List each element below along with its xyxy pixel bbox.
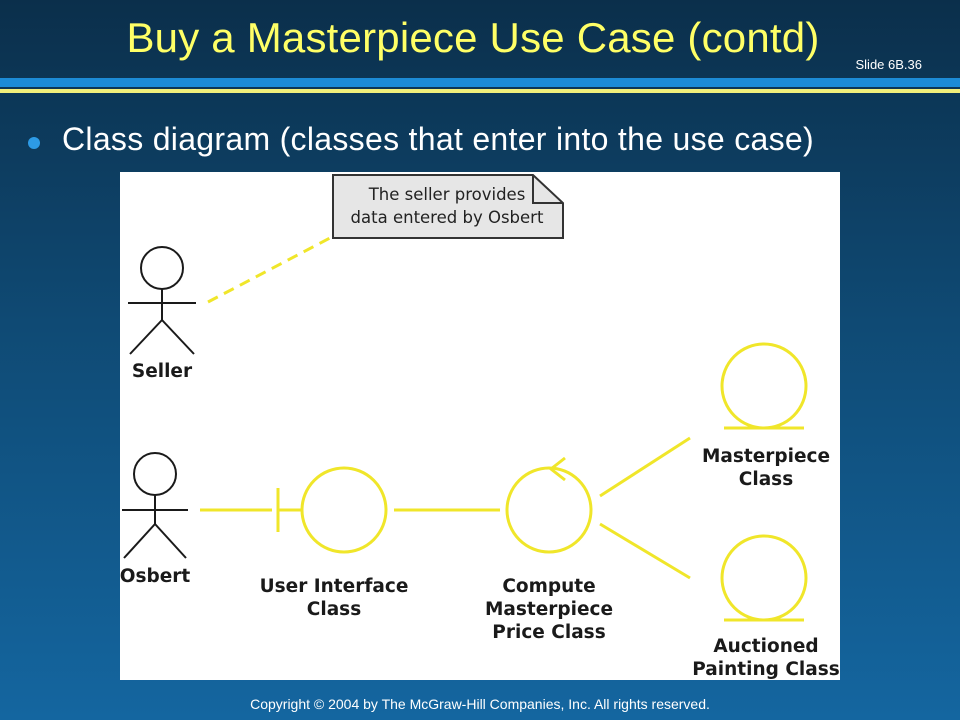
slide-title: Buy a Masterpiece Use Case (contd): [126, 14, 820, 61]
compute-to-auctioned-line: [599, 522, 691, 580]
entity-circle: [720, 534, 808, 622]
title-rule-yellow: [0, 89, 960, 93]
osbert-actor: [122, 452, 188, 559]
compute-class: [505, 456, 593, 554]
osbert-label: Osbert: [120, 566, 190, 587]
user-interface-class: [276, 466, 388, 554]
compute-to-masterpiece-line: [599, 436, 691, 498]
slide-number: Slide 6B.36: [855, 57, 923, 72]
bullet-text: Class diagram (classes that enter into t…: [62, 121, 814, 157]
masterpiece-label-1: Masterpiece: [702, 446, 830, 467]
class-diagram: The seller provides data entered by Osbe…: [120, 172, 840, 680]
boundary-circle: [300, 466, 388, 554]
control-circle: [505, 466, 593, 554]
note-box: [332, 174, 564, 239]
note-connector: [207, 236, 331, 304]
bullet-icon: [28, 137, 40, 149]
osbert-leg-left: [123, 523, 156, 559]
masterpiece-label-2: Class: [739, 469, 793, 490]
masterpiece-class: [720, 342, 808, 430]
osbert-head: [133, 452, 177, 496]
auctioned-label-2: Painting Class: [692, 659, 840, 680]
auctioned-label-1: Auctioned: [713, 636, 818, 657]
auctioned-class: [720, 534, 808, 622]
compute-label-3: Price Class: [492, 622, 605, 643]
compute-label-2: Masterpiece: [485, 599, 613, 620]
copyright: Copyright © 2004 by The McGraw-Hill Comp…: [250, 696, 710, 712]
note: The seller provides data entered by Osbe…: [332, 174, 564, 239]
control-arrow: [548, 456, 566, 482]
title-rule-blue: [0, 78, 960, 87]
osbert-leg-right: [154, 523, 187, 559]
compute-label-1: Compute: [502, 576, 595, 597]
user-interface-label-2: Class: [307, 599, 361, 620]
note-fold: [532, 175, 563, 204]
note-line-1: The seller provides: [368, 185, 526, 204]
entity-circle: [720, 342, 808, 430]
associations: [200, 436, 691, 580]
seller-label: Seller: [132, 361, 193, 382]
seller-leg-right: [161, 319, 195, 355]
seller-leg-left: [129, 319, 163, 355]
user-interface-label-1: User Interface: [260, 576, 409, 597]
seller-actor: [128, 246, 196, 355]
note-line-2: data entered by Osbert: [351, 208, 544, 227]
seller-head: [140, 246, 184, 290]
